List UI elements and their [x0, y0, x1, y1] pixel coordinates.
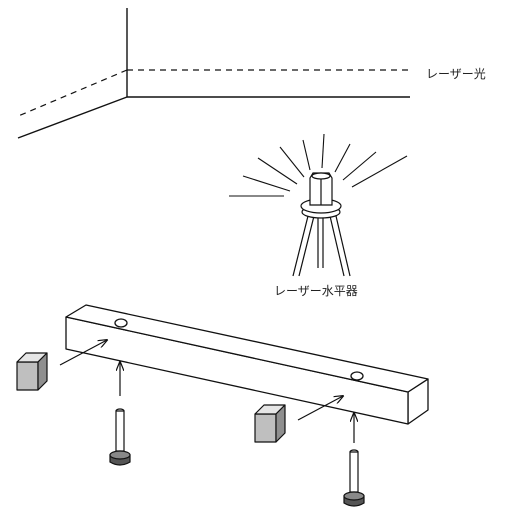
- laser-level-device: [229, 133, 408, 277]
- leveling-bolt-right: [343, 449, 365, 507]
- block-left: [16, 352, 48, 391]
- light-rays: [229, 133, 408, 197]
- wall-floor-edge-left: [17, 96, 128, 139]
- beam-top-face: [65, 304, 429, 393]
- laser-beam-left: [15, 69, 128, 118]
- leveling-bolt-left: [109, 408, 131, 466]
- laser-level-label: レーザー水平器: [274, 284, 358, 298]
- insertion-arrows: [59, 340, 354, 443]
- arrow-block-left: [59, 340, 107, 366]
- laser-light-label: レーザー光: [426, 67, 486, 81]
- beam-hole-right: [350, 371, 364, 381]
- tripod: [292, 215, 351, 277]
- arrow-block-right: [297, 396, 343, 421]
- block-right: [254, 404, 286, 443]
- beam-hole-left: [114, 318, 128, 328]
- room-corner: [17, 8, 410, 139]
- laser-beam: [15, 69, 410, 118]
- beam: [65, 304, 429, 425]
